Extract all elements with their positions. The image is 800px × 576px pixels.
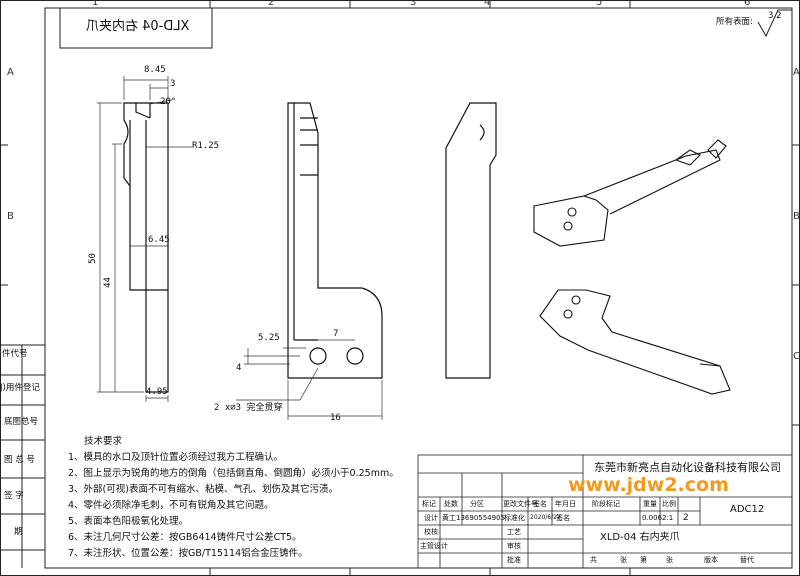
scale-label: 比例 (662, 500, 676, 508)
watermark: www.jdw2.com (568, 474, 729, 496)
front-dims (97, 76, 192, 402)
process-label: 工艺 (507, 528, 521, 536)
left-label-2: J)用件登记 (0, 383, 40, 393)
hdr-count: 处数 (444, 500, 458, 508)
sheet-no-label: 第 (640, 556, 647, 564)
note-2: 2、图上显示为锐角的地方的倒角（包括倒直角、倒圆角）必须小于0.25mm。 (68, 468, 399, 479)
audit-label: 审核 (507, 542, 521, 550)
zone-side-c-right: C (793, 351, 800, 362)
sheet-total-label: 共 (590, 556, 597, 564)
zone-top-6: 6 (744, 0, 751, 8)
scale-value: 2:1 (662, 514, 674, 522)
stage-label: 阶段标记 (592, 500, 620, 508)
count-value: 2 (683, 513, 689, 523)
zone-side-b: B (7, 211, 14, 222)
zone-top-5: 5 (596, 0, 603, 8)
dim-height-44: 44 (102, 277, 113, 288)
dim-mid-width: 6.45 (148, 235, 170, 245)
review-label: 校核 (424, 528, 438, 536)
dim-width-top: 8.45 (144, 65, 166, 75)
part-name: XLD-04 右内夹爪 (600, 532, 680, 543)
hdr-mark: 标记 (422, 500, 436, 508)
date-sign: 签名 (556, 514, 570, 522)
part-title: XLD-04 右内夹爪 (86, 19, 190, 34)
front-view (123, 102, 169, 393)
zone-side-a: A (7, 67, 14, 78)
roughness-value: 3.2 (768, 11, 782, 21)
weight-label: 重量 (643, 500, 657, 508)
dim-hole-height: 4 (236, 363, 242, 373)
note-4: 4、零件必须除净毛刺，不可有锐角及其它问题。 (68, 500, 274, 511)
roughness-label: 所有表面: (716, 17, 753, 27)
designer: 黄工13690554905 (442, 514, 505, 522)
zone-top-4: 4 (484, 0, 491, 8)
date-value: 2020/6/22 (530, 514, 561, 521)
design-label: 设计 (424, 514, 438, 522)
zone-side-b-right: B (793, 211, 800, 222)
dim-base-width: 4.95 (146, 387, 168, 397)
note-5: 5、表面本色阳极氧化处理。 (68, 516, 189, 527)
notes-heading: 技术要求 (84, 436, 123, 447)
main-design-label: 主管设计 (420, 542, 448, 550)
iso-view-bottom (539, 289, 731, 395)
sheet-total-unit: 张 (620, 556, 627, 564)
dim-radius: R1.25 (192, 141, 220, 151)
dim-hole-offset: 5.25 (258, 333, 280, 343)
standardize-label: 标准化 (504, 514, 525, 522)
left-label-3: 底图总号 (4, 417, 39, 427)
title-box-frame (59, 7, 213, 49)
replace-label: 替代 (740, 556, 754, 564)
note-1: 1、模具的水口及顶针位置必须经过我方工程确认。 (68, 452, 284, 463)
material: ADC12 (730, 504, 765, 515)
company-name: 东莞市新亮点自动化设备科技有限公司 (594, 461, 781, 474)
weight-value: 0.006 (642, 514, 663, 522)
note-7: 7、未注形状、位置公差：按GB/T15114铝合金压铸件。 (68, 548, 308, 559)
zone-top-2: 2 (268, 0, 275, 8)
dim-angle: 20° (160, 97, 177, 107)
version-label: 版本 (704, 556, 718, 564)
hdr-sign: 签名 (533, 500, 547, 508)
note-3: 3、外部(可视)表面不可有缩水、粘模、气孔、划伤及其它污渍。 (68, 484, 338, 495)
back-view (445, 102, 497, 379)
hdr-zone: 分区 (470, 500, 484, 508)
zone-top-1: 1 (92, 0, 99, 8)
note-6: 6、未注几何尺寸公差：按GB6414铸件尺寸公差CT5。 (68, 532, 302, 543)
dim-hole-pitch: 7 (333, 329, 339, 339)
hdr-date: 年月日 (555, 500, 576, 508)
approve-label: 批准 (507, 556, 521, 564)
iso-view-top (533, 139, 727, 247)
dim-holes-note: 2 x⌀3 完全贯穿 (214, 403, 283, 413)
left-label-5: 签 字 (4, 491, 24, 501)
dim-length-16: 16 (330, 413, 341, 423)
roughness-symbol (757, 9, 792, 38)
sheet-no-unit: 张 (666, 556, 673, 564)
left-label-1: 件代号 (2, 349, 28, 359)
left-label-4: 图 总 号 (4, 455, 35, 465)
left-label-6: 期 (14, 527, 23, 537)
dim-slot: 3 (170, 79, 176, 89)
title-block-grid (417, 454, 793, 569)
dim-total-height: 50 (87, 253, 98, 264)
side-dims (236, 339, 383, 420)
zone-side-a-right: A (793, 67, 800, 78)
hdr-doc: 更改文件号 (503, 500, 538, 508)
zone-top-3: 3 (410, 0, 417, 8)
side-view (287, 102, 383, 379)
